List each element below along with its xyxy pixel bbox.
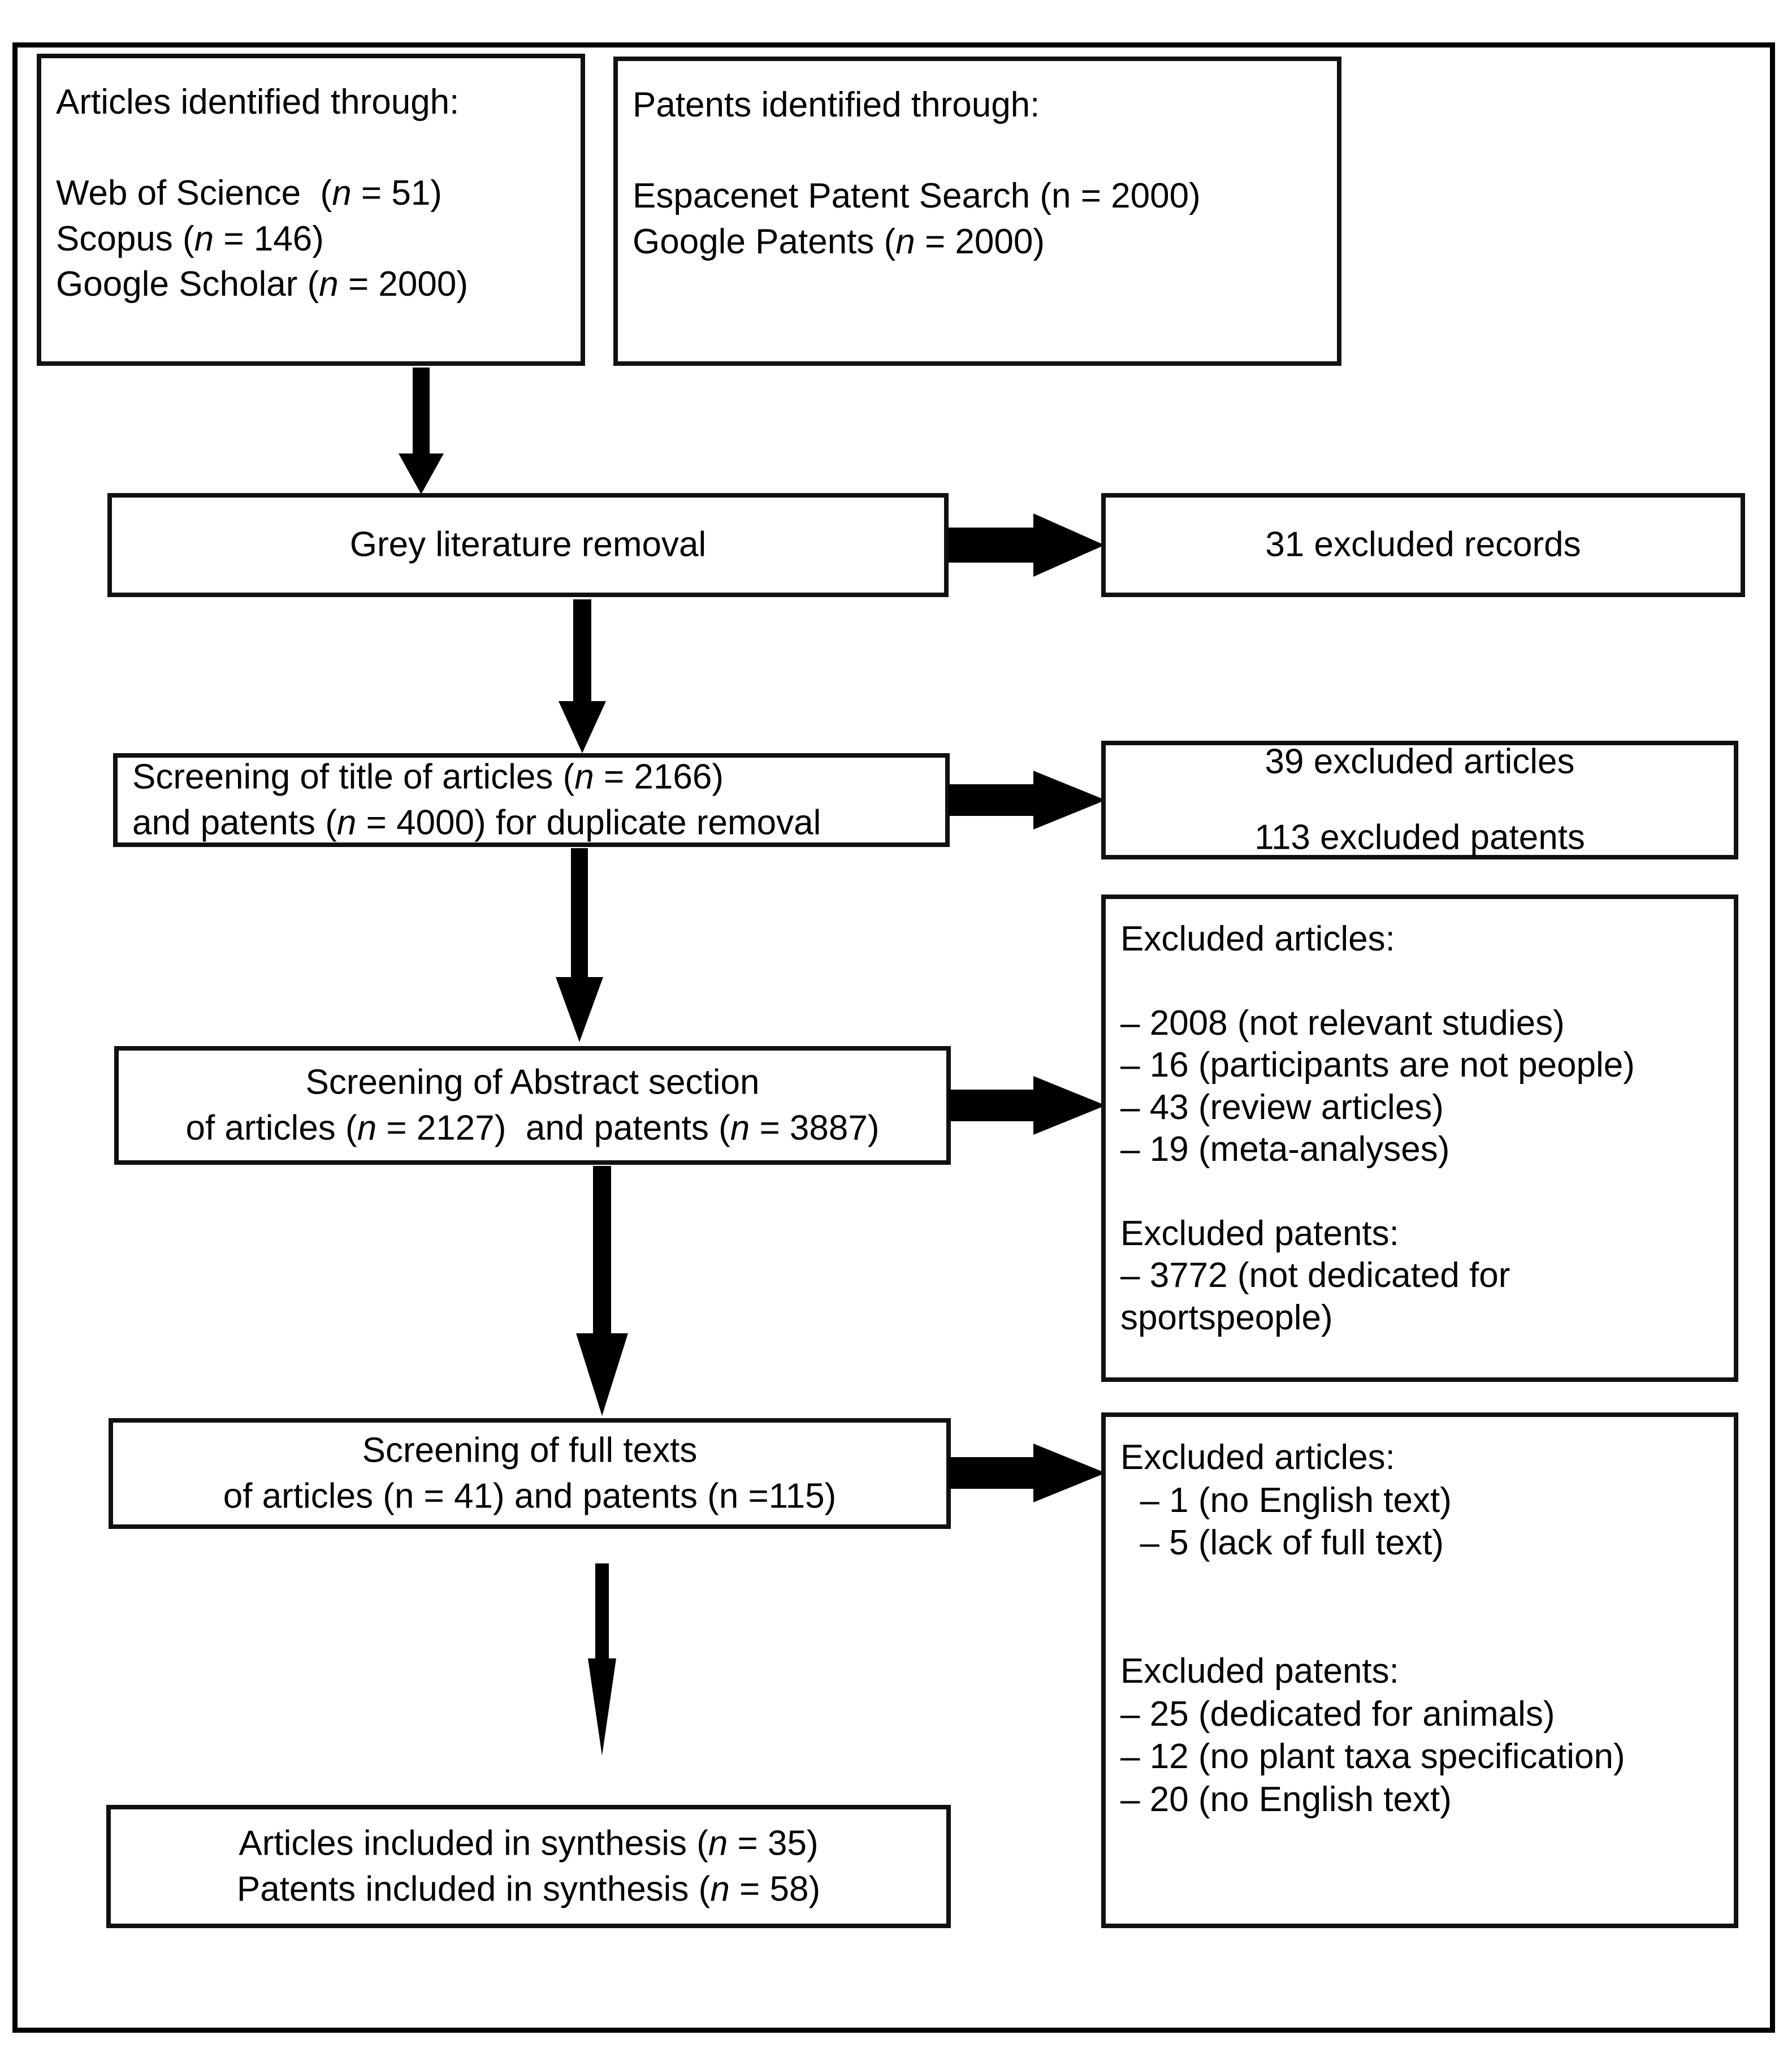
arrow-abstract-to-fulltext-screening [571,1166,633,1416]
screening-title-text: Screening of title of articles (n = 2166… [132,757,821,842]
arrow-grey-removal-to-title-screening [551,599,613,753]
diagram-outer-border [12,42,1775,2033]
node-patents-identified: Patents identified through:Espacenet Pat… [613,57,1341,366]
node-screening-fulltext: Screening of full texts of articles (n =… [109,1418,951,1529]
node-included-synthesis: Articles included in synthesis (n = 35)P… [106,1805,951,1928]
arrow-fulltext-screening-to-excluded [949,1425,1106,1521]
excluded-fulltext-stage-text: Excluded articles: – 1 (no English text)… [1120,1438,1625,1819]
node-excluded-abstract-stage: Excluded articles: – 2008 (not relevant … [1101,895,1738,1382]
arrow-title-to-abstract-screening [548,848,611,1042]
patents-identified-text: Patents identified through:Espacenet Pat… [633,85,1201,261]
node-grey-literature-removal: Grey literature removal [107,493,949,597]
excluded-records-text: 31 excluded records [1265,525,1581,564]
node-excluded-fulltext-stage: Excluded articles: – 1 (no English text)… [1101,1412,1738,1928]
screening-fulltext-text: Screening of full texts of articles (n =… [223,1431,837,1515]
node-excluded-title-stage: 39 excluded articles 113 excluded patent… [1101,741,1738,859]
node-screening-title: Screening of title of articles (n = 2166… [113,753,950,847]
node-excluded-records: 31 excluded records [1101,493,1745,597]
arrow-abstract-screening-to-excluded [949,1057,1106,1153]
arrow-title-screening-to-excluded [949,752,1106,848]
arrow-fulltext-to-included-synthesis [571,1563,633,1758]
excluded-title-stage-text: 39 excluded articles 113 excluded patent… [1254,742,1585,857]
arrow-articles-to-grey-removal [390,368,452,494]
included-synthesis-text: Articles included in synthesis (n = 35)P… [236,1824,821,1908]
articles-identified-text: Articles identified through:Web of Scien… [56,83,468,304]
grey-literature-removal-text: Grey literature removal [349,525,707,564]
node-articles-identified: Articles identified through:Web of Scien… [37,54,585,366]
excluded-abstract-stage-text: Excluded articles: – 2008 (not relevant … [1120,919,1635,1337]
arrow-grey-removal-to-excluded-records [949,493,1105,597]
